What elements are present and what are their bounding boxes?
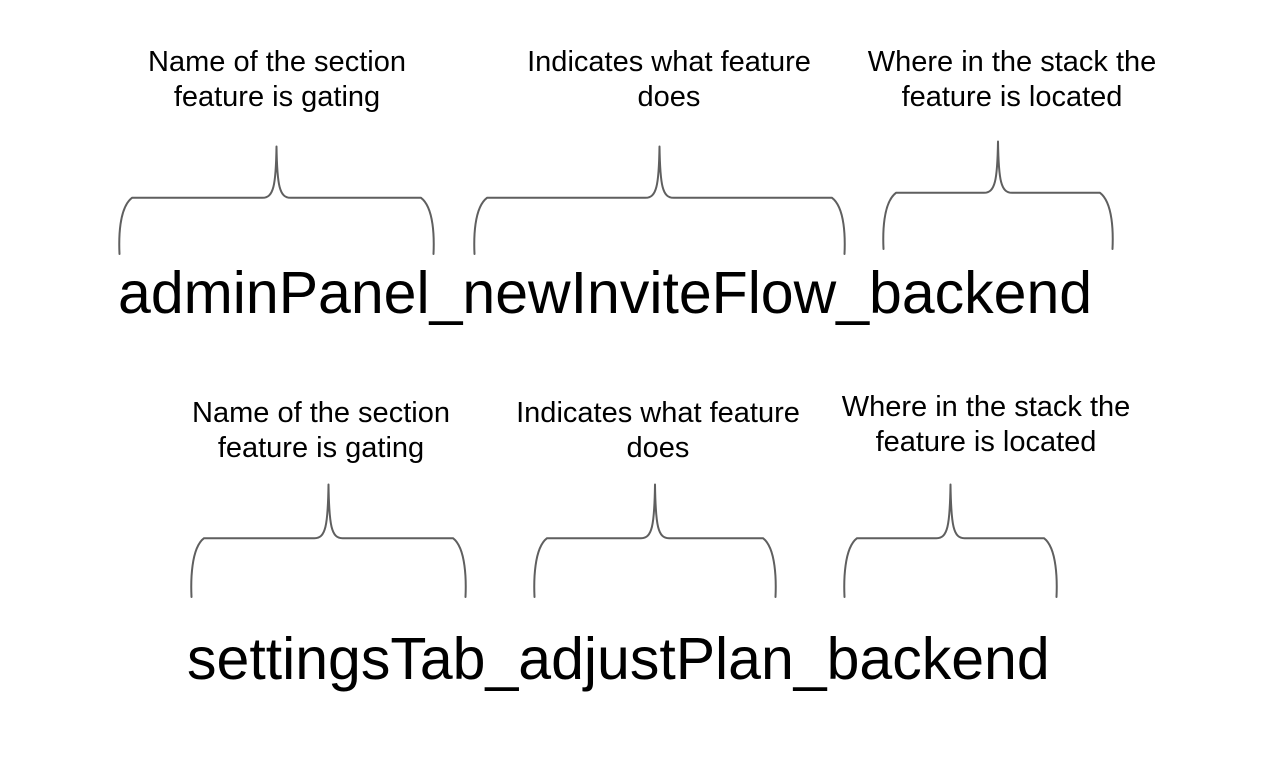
segment-label-section: Name of the section feature is gating: [112, 45, 442, 115]
segment-label-line: Name of the section: [148, 46, 406, 78]
feature-flag-name: settingsTab_adjustPlan_backend: [187, 626, 1050, 692]
segment-label-line: Indicates what feature: [527, 46, 811, 78]
segment-label-line: feature is gating: [217, 432, 425, 464]
segment-label-line: Indicates what feature: [516, 397, 800, 429]
segment-label-line: Where in the stack the: [867, 46, 1157, 78]
feature-flag-name: adminPanel_newInviteFlow_backend: [118, 260, 1093, 326]
curly-brace-icon: [473, 145, 846, 255]
curly-brace-icon: [882, 140, 1114, 250]
curly-brace-icon: [533, 483, 777, 598]
segment-label-line: feature is located: [875, 426, 1097, 458]
segment-label-line: Name of the section: [192, 397, 450, 429]
curly-brace-icon: [118, 145, 435, 255]
segment-label-line: feature is gating: [173, 81, 381, 113]
curly-brace-icon: [190, 483, 467, 598]
segment-label-line: does: [637, 81, 701, 113]
curly-brace-icon: [843, 483, 1058, 598]
segment-label-stack: Where in the stack the feature is locate…: [847, 45, 1177, 115]
segment-label-line: does: [626, 432, 690, 464]
segment-label-feature: Indicates what feature does: [504, 45, 834, 115]
segment-label-feature: Indicates what feature does: [493, 396, 823, 466]
segment-label-line: Where in the stack the: [841, 391, 1131, 423]
segment-label-stack: Where in the stack the feature is locate…: [821, 390, 1151, 460]
segment-label-line: feature is located: [901, 81, 1123, 113]
segment-label-section: Name of the section feature is gating: [156, 396, 486, 466]
